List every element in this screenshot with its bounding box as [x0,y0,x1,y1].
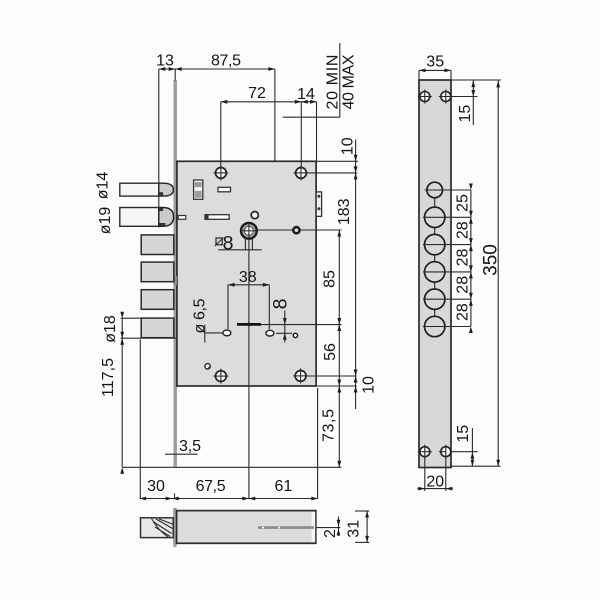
svg-text:72: 72 [248,85,266,102]
svg-text:350: 350 [481,244,502,276]
svg-text:8: 8 [269,299,291,310]
svg-text:117,5: 117,5 [100,358,117,397]
svg-text:ø 6,5: ø 6,5 [192,298,209,333]
svg-text:ø14: ø14 [94,172,111,200]
svg-text:15: 15 [455,425,472,443]
svg-text:10: 10 [361,376,378,394]
svg-text:20 MIN: 20 MIN [325,55,342,110]
svg-text:30: 30 [147,478,165,495]
svg-text:20: 20 [426,473,444,490]
svg-text:61: 61 [275,478,293,495]
svg-text:3,5: 3,5 [179,438,201,455]
svg-text:28: 28 [454,249,471,267]
svg-text:10: 10 [339,137,356,155]
svg-text:73,5: 73,5 [321,409,338,442]
svg-text:15: 15 [457,105,474,123]
svg-text:38: 38 [239,269,257,286]
svg-text:28: 28 [454,303,471,321]
svg-text:31: 31 [346,520,363,538]
svg-text:67,5: 67,5 [196,478,226,495]
svg-text:ø18: ø18 [102,315,119,343]
svg-text:14: 14 [297,86,315,103]
svg-text:85: 85 [322,270,339,288]
svg-text:25: 25 [454,194,471,212]
svg-text:56: 56 [322,343,339,361]
svg-text:13: 13 [156,53,174,70]
svg-text:40 MAX: 40 MAX [340,54,357,109]
svg-text:2: 2 [322,529,339,538]
svg-text:28: 28 [454,221,471,239]
svg-text:28: 28 [454,276,471,294]
svg-text:ø19: ø19 [97,207,114,235]
svg-text:87,5: 87,5 [211,53,241,70]
svg-text:183: 183 [336,198,353,225]
svg-text:35: 35 [426,54,444,71]
svg-text:8: 8 [223,233,234,255]
